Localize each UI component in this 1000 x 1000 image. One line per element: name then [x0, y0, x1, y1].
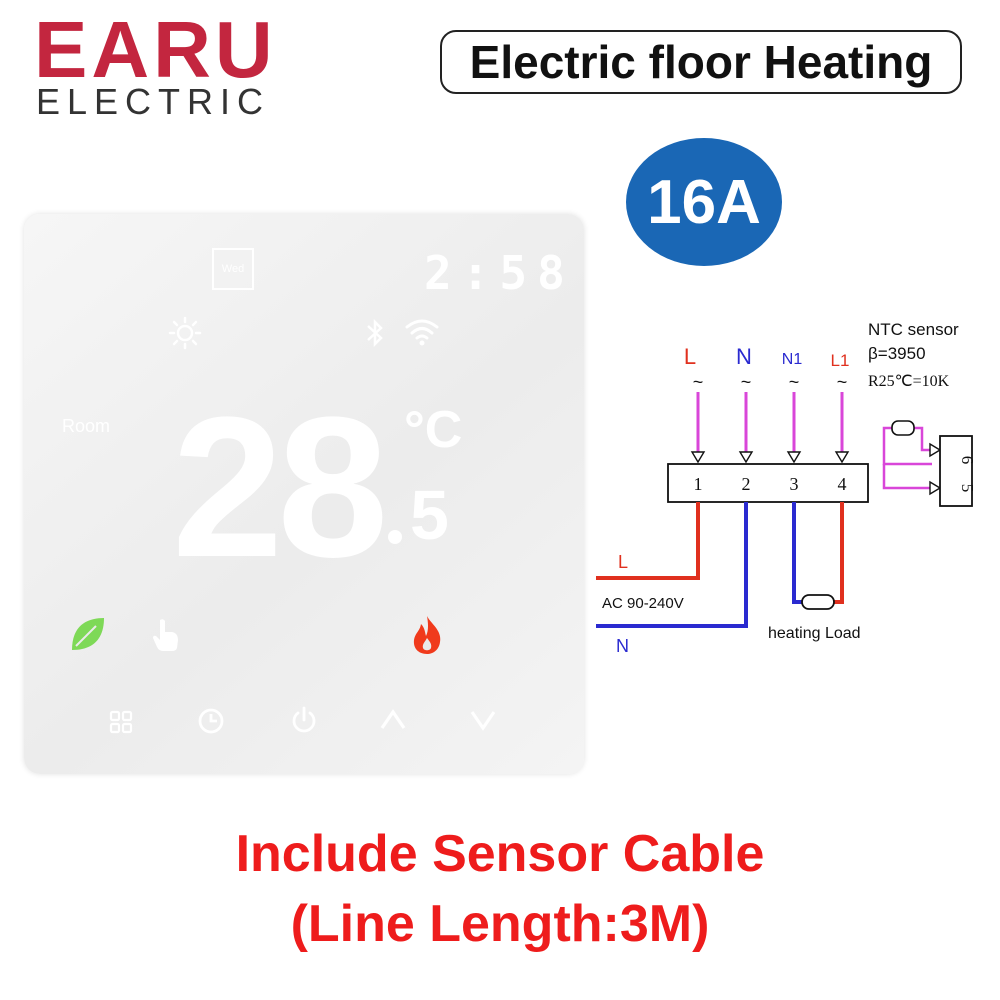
terminal-label-l1: L1 — [831, 351, 850, 370]
grid-icon[interactable] — [109, 710, 133, 734]
temperature-unit: °C — [404, 401, 463, 459]
terminal-number-1: 1 — [694, 474, 703, 494]
sun-icon — [168, 316, 202, 350]
terminal-number-2: 2 — [742, 474, 751, 494]
terminal-number-4: 4 — [838, 474, 847, 494]
brand-logo: EARU — [34, 5, 277, 94]
temperature-display: 28 — [172, 376, 388, 599]
chevron-up-icon[interactable] — [378, 706, 408, 732]
sensor-terminal-block — [939, 435, 973, 507]
terminal-block — [667, 463, 869, 503]
neutral-supply-wire — [596, 502, 748, 628]
bluetooth-icon — [364, 318, 386, 348]
sensor-leads — [882, 426, 932, 490]
decimal-point — [388, 530, 402, 544]
clock-icon[interactable] — [196, 706, 226, 736]
load-live-wire — [830, 502, 844, 604]
live-supply-wire — [596, 502, 700, 580]
sensor-terminal-5: 5 — [958, 484, 977, 493]
terminal-number-3: 3 — [790, 474, 799, 494]
terminal-arrows — [690, 451, 850, 464]
brand-subtitle: ELECTRIC — [36, 81, 271, 122]
hand-icon[interactable] — [150, 616, 182, 652]
flame-icon[interactable] — [408, 614, 446, 656]
supply-n-label: N — [616, 636, 629, 656]
caption-line-1: Include Sensor Cable — [235, 825, 765, 883]
sensor-beta: β=3950 — [868, 344, 926, 363]
sensor-r25: R25℃=10K — [868, 373, 950, 390]
product-title: Electric floor Heating — [440, 30, 962, 94]
tilde-2: ~ — [741, 372, 752, 392]
supply-voltage-label: AC 90-240V — [602, 595, 684, 612]
caption-line-2: (Line Length:3M) — [290, 895, 710, 953]
supply-l-label: L — [618, 552, 628, 572]
input-leads — [696, 392, 844, 452]
room-label: Room — [62, 416, 111, 436]
tilde-4: ~ — [837, 372, 848, 392]
load-neutral-wire — [792, 502, 806, 604]
leaf-icon[interactable] — [68, 614, 108, 654]
current-rating-badge: 16A — [626, 138, 782, 266]
ntc-sensor-element — [891, 420, 915, 436]
day-indicator: Wed — [212, 248, 254, 290]
heating-load-element — [801, 594, 835, 610]
terminal-label-n: N — [736, 344, 752, 369]
wifi-icon — [404, 316, 440, 346]
power-icon[interactable] — [288, 704, 320, 736]
thermostat-panel — [24, 214, 584, 774]
sensor-title: NTC sensor — [868, 320, 959, 339]
wiring-diagram: NTC sensor β=3950 R25℃=10K L N N1 L1 ~ ~… — [596, 320, 977, 656]
clock-display: 2:58 — [424, 246, 575, 300]
terminal-label-l: L — [684, 344, 696, 369]
sensor-terminal-6: 6 — [958, 456, 977, 465]
tilde-1: ~ — [693, 372, 704, 392]
sensor-arrows — [929, 442, 942, 496]
chevron-down-icon[interactable] — [468, 708, 498, 734]
temperature-decimal: 5 — [410, 476, 449, 554]
tilde-3: ~ — [789, 372, 800, 392]
heating-load-label: heating Load — [768, 625, 861, 642]
terminal-label-n1: N1 — [782, 351, 803, 368]
